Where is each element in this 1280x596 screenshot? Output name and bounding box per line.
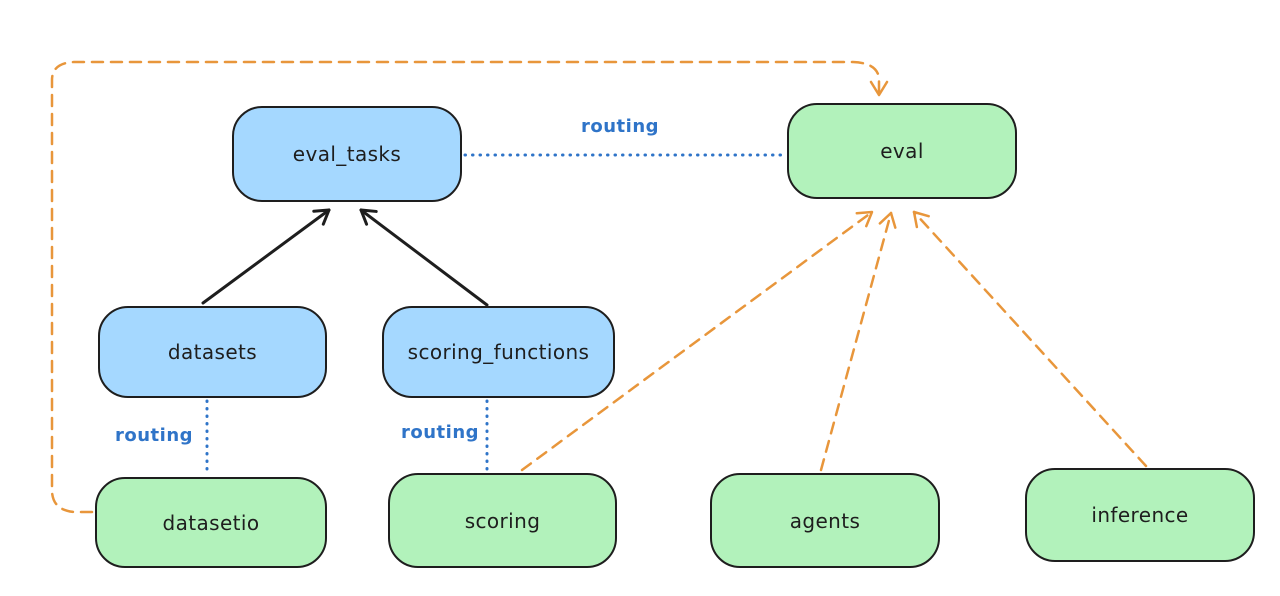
node-datasets-label: datasets (167, 340, 258, 364)
node-datasetio-label: datasetio (162, 510, 260, 535)
node-scoring-functions-label: scoring_functions (407, 340, 590, 364)
node-inference: inference (1025, 468, 1255, 562)
node-scoring: scoring (388, 473, 617, 568)
node-eval-tasks-label: eval_tasks (292, 142, 402, 166)
node-agents-label: agents (789, 508, 861, 533)
node-scoring-functions: scoring_functions (382, 306, 615, 398)
edge-datasetio-to-eval (50, 60, 889, 514)
edge-label-routing-top: routing (580, 116, 660, 137)
node-datasets: datasets (98, 306, 327, 398)
edge-agents-to-eval (819, 211, 897, 472)
edge-label-routing-scoring: routing (400, 422, 480, 443)
node-scoring-label: scoring (464, 508, 541, 533)
node-inference-label: inference (1091, 503, 1189, 527)
node-eval-tasks: eval_tasks (232, 106, 462, 202)
node-agents: agents (710, 473, 940, 568)
edge-label-routing-datasetio: routing (114, 425, 194, 446)
node-eval: eval (787, 103, 1017, 199)
node-datasetio: datasetio (95, 477, 327, 568)
edge-scoring-functions-to-eval-tasks (359, 208, 489, 307)
node-eval-label: eval (880, 139, 924, 163)
edge-inference-to-eval (912, 210, 1148, 468)
edge-datasets-to-eval-tasks (201, 208, 331, 305)
edge-scoring-to-eval (520, 210, 874, 472)
